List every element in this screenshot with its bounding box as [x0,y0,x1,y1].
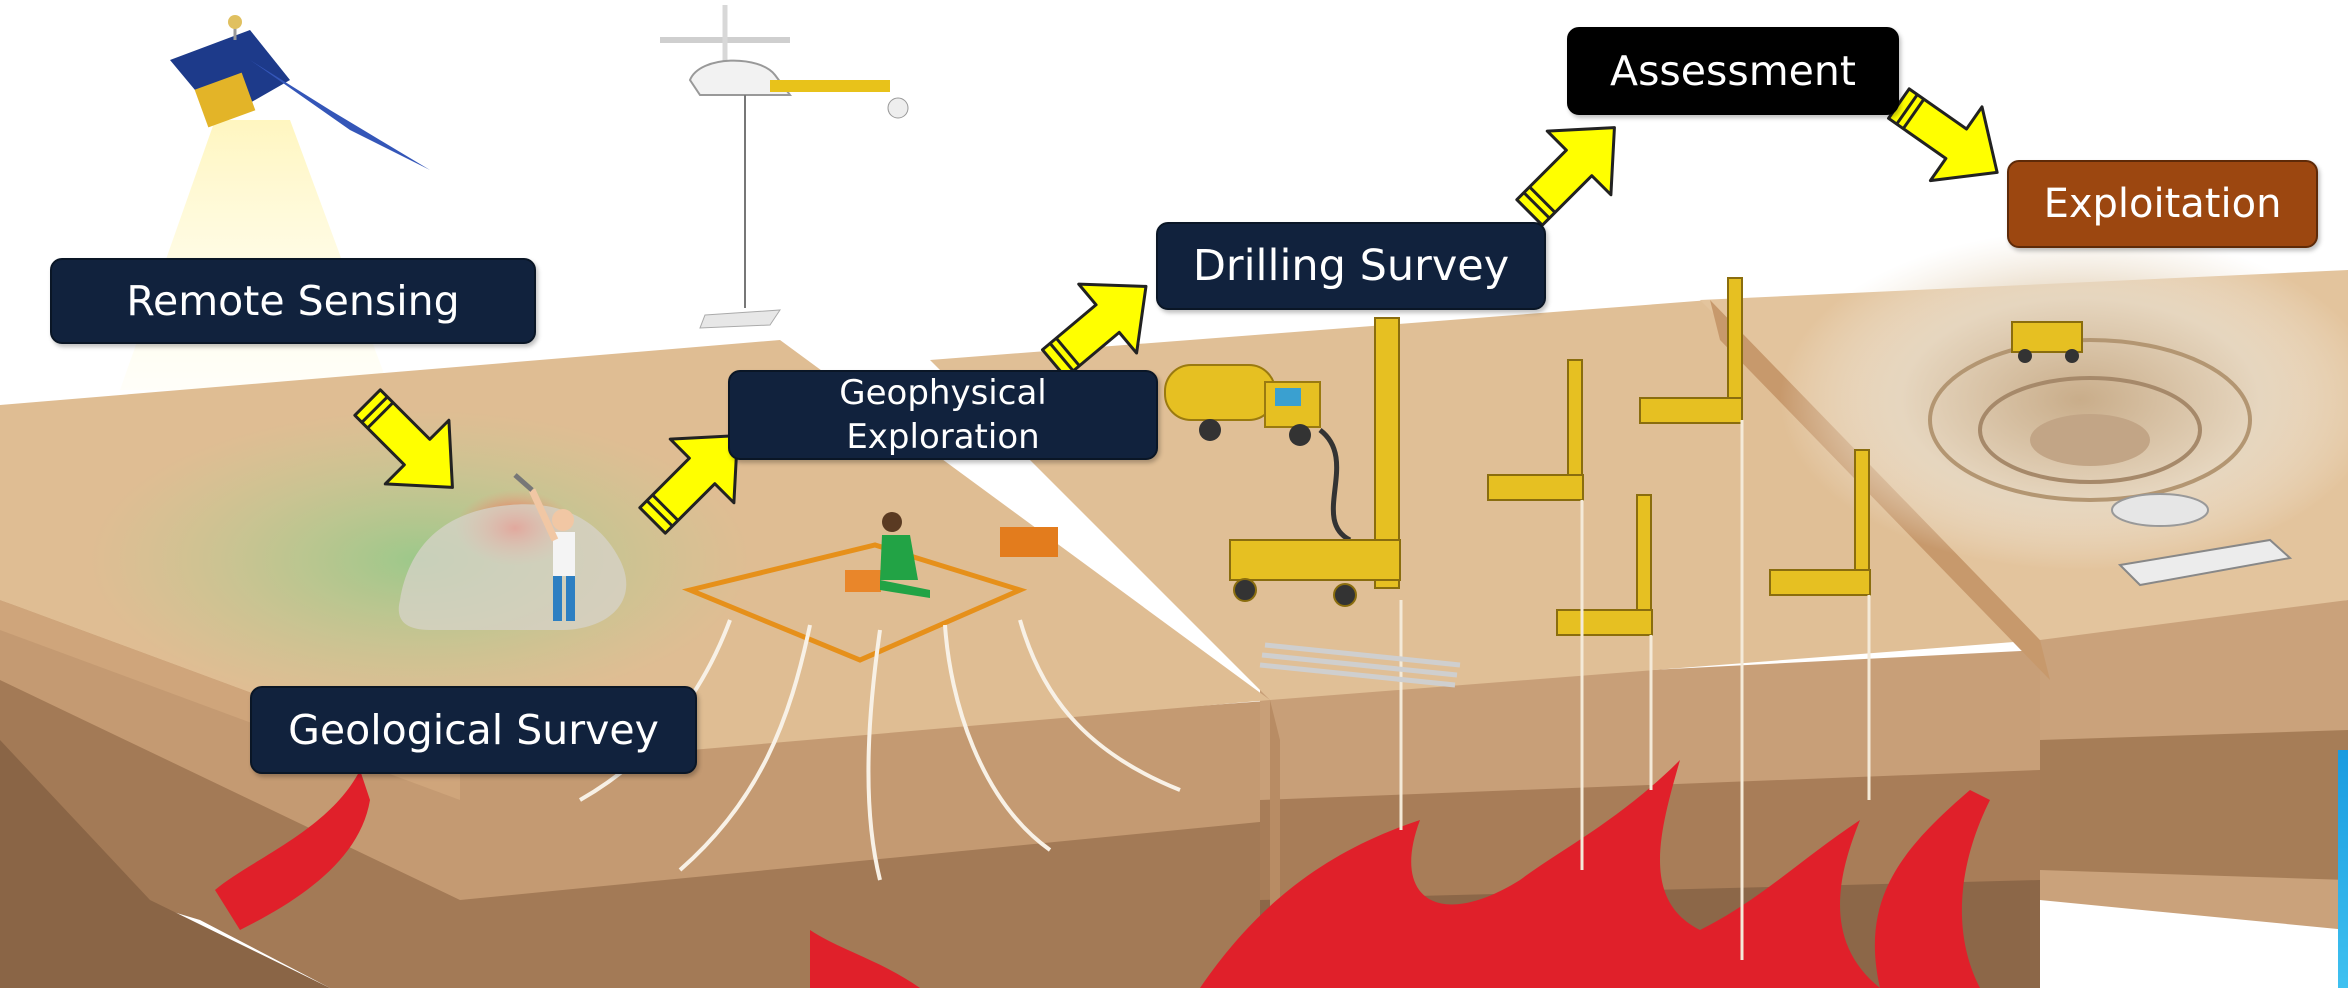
geophysical-exploration-label: Geophysical Exploration [728,370,1158,460]
exploitation-text: Exploitation [2043,181,2282,227]
arrow-remote-to-geological [353,388,454,489]
geologist-figure [513,473,575,621]
geophysical-text-line1: Geophysical [839,373,1047,413]
drilling-survey-text: Drilling Survey [1192,241,1510,291]
drill-rig [1229,317,1401,607]
core-tray-round [2111,493,2209,527]
geological-survey-label: Geological Survey [250,686,697,774]
assessment-text: Assessment [1610,47,1856,95]
drill-pipes [1259,642,1461,688]
satellite [170,15,430,170]
drill-rig [1639,277,1743,424]
arrow-geophysical-to-drilling [1040,282,1148,379]
flow-arrows [353,87,1999,535]
exploitation-label: Exploitation [2007,160,2318,248]
arrow-assessment-to-exploitation [1887,87,1999,183]
ore-bodies [215,760,1990,988]
drilling-survey-label: Drilling Survey [1156,222,1546,310]
drill-rig [1769,449,1871,596]
edge-accent-bar [2338,750,2348,988]
remote-sensing-label: Remote Sensing [50,258,536,344]
drill-rig [1487,359,1584,501]
survey-loop [681,542,1028,663]
remote-sensing-text: Remote Sensing [126,277,460,325]
geophysicist-figure [880,512,930,598]
survey-box [1000,527,1058,557]
mine-truck [2011,321,2083,363]
drill-rig [1556,494,1653,636]
core-tray [2117,538,2293,587]
arrow-drilling-to-assessment [1515,126,1616,227]
water-truck [1164,364,1352,543]
geological-survey-text: Geological Survey [288,706,659,754]
geophysical-text-line2: Exploration [846,417,1040,457]
helicopter [660,5,909,329]
assessment-label: Assessment [1567,27,1899,115]
arrow-geological-to-geophysical [638,434,739,535]
drill-holes [1399,420,1871,960]
open-pit-mine [1780,230,2348,570]
drill-rigs [1229,277,1871,636]
satellite-beam [120,120,390,390]
